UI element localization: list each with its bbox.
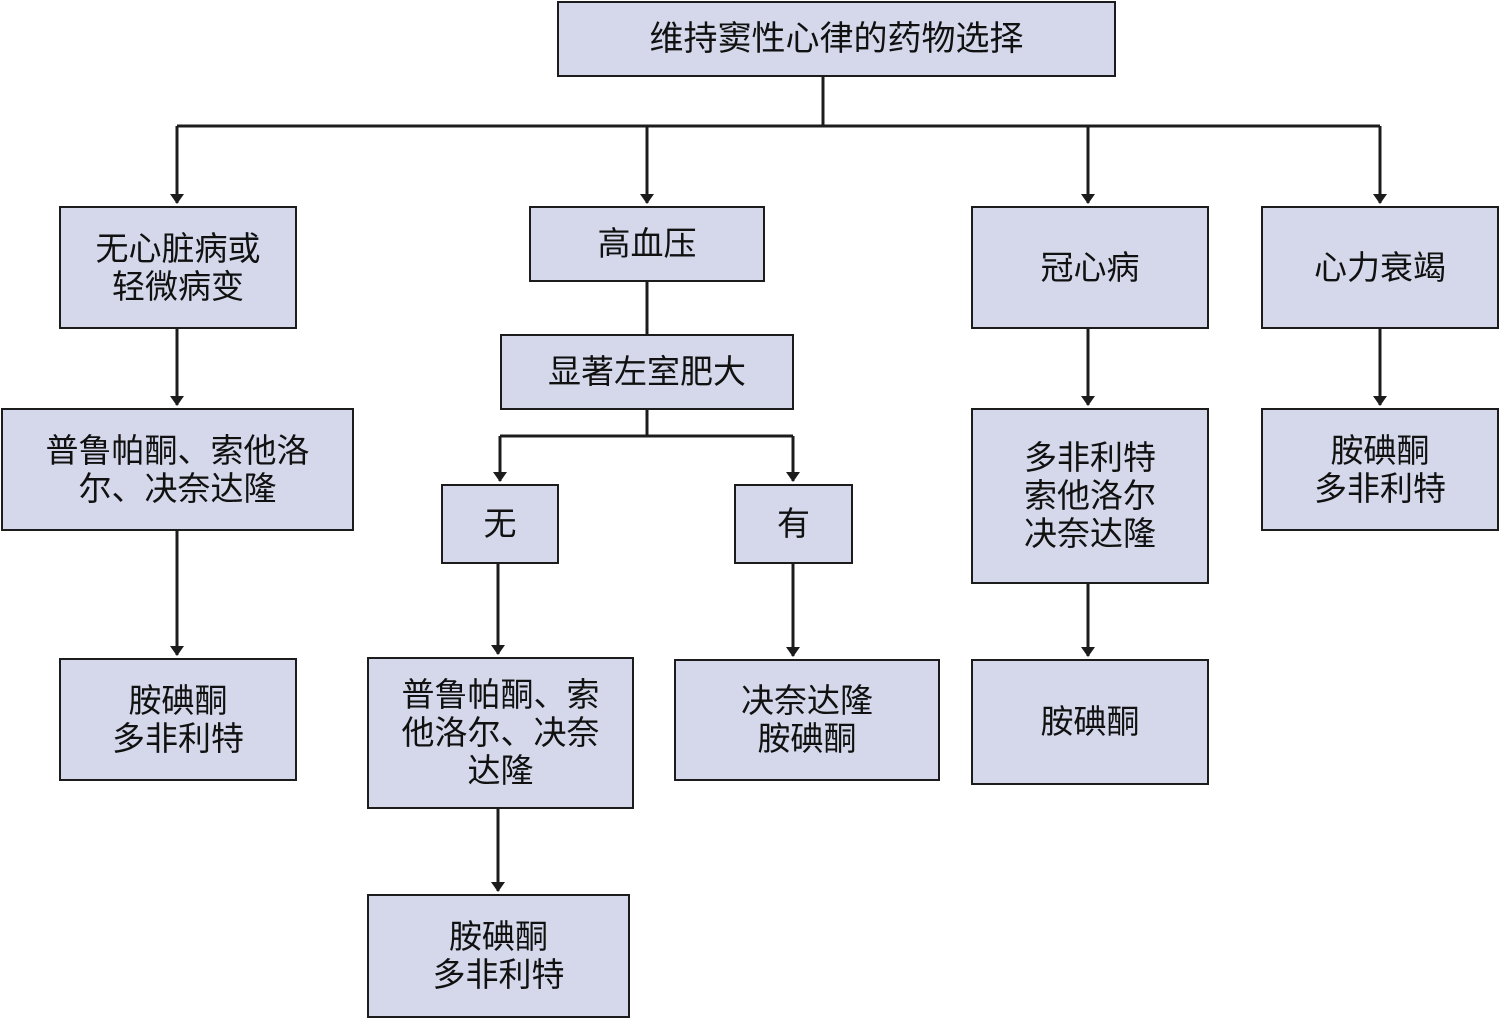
condition-no-heart-disease: 无心脏病或 轻微病变 [59, 206, 297, 329]
condition-hypertension: 高血压 [529, 206, 765, 282]
lvh-answer-yes: 有 [734, 484, 853, 564]
b1-first-line-drugs: 普鲁帕酮、索他洛 尔、决奈达隆 [1, 408, 354, 531]
sub-condition-lvh: 显著左室肥大 [500, 334, 794, 410]
lvh-yes-first-line-drugs: 决奈达隆 胺碘酮 [674, 659, 940, 781]
b3-first-line-drugs: 多非利特 索他洛尔 决奈达隆 [971, 408, 1209, 584]
condition-coronary: 冠心病 [971, 206, 1209, 329]
lvh-no-first-line-drugs: 普鲁帕酮、索 他洛尔、决奈 达隆 [367, 657, 634, 809]
title-node: 维持窦性心律的药物选择 [557, 1, 1116, 77]
b1-second-line-drugs: 胺碘酮 多非利特 [59, 658, 297, 781]
b3-second-line-drugs: 胺碘酮 [971, 659, 1209, 785]
b4-first-line-drugs: 胺碘酮 多非利特 [1261, 408, 1499, 531]
condition-heart-failure: 心力衰竭 [1261, 206, 1499, 329]
lvh-no-second-line-drugs: 胺碘酮 多非利特 [367, 894, 630, 1018]
lvh-answer-no: 无 [441, 484, 559, 564]
